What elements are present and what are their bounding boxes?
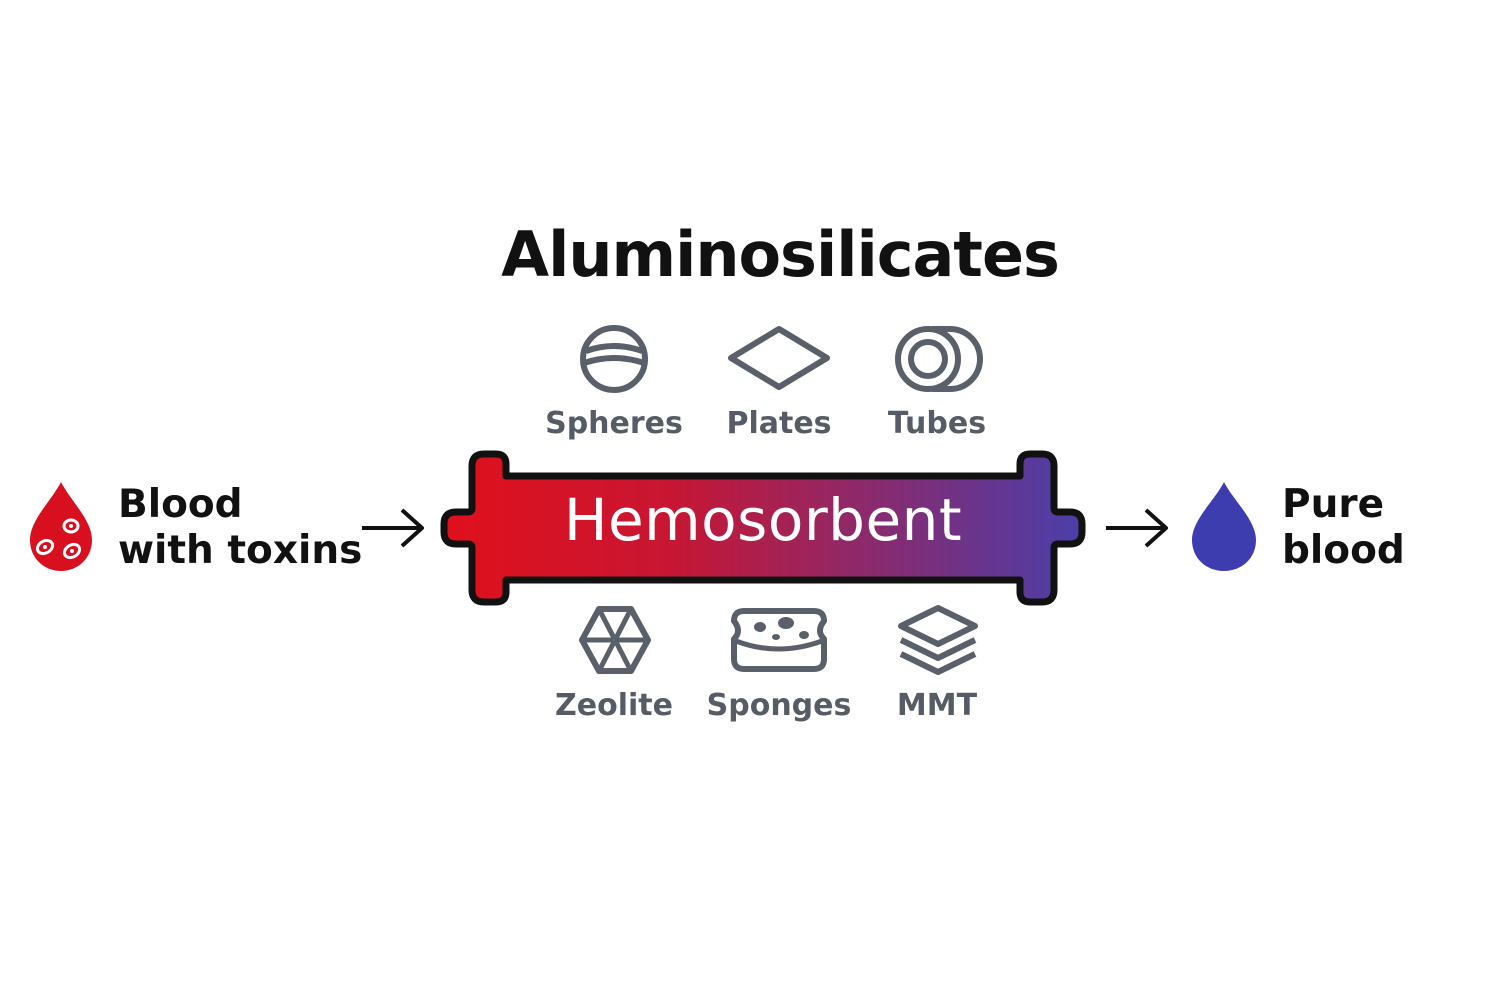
tube-icon [892, 323, 984, 395]
output-label-line1: Pure [1282, 482, 1385, 527]
output-label-line2: blood [1282, 528, 1405, 573]
arrow-right-icon-output [1104, 506, 1170, 550]
shape-label-plates: Plates [726, 406, 832, 441]
input-label-line1: Blood [118, 482, 243, 527]
plate-icon [727, 325, 831, 391]
shape-label-tubes: Tubes [887, 406, 987, 441]
shape-label-zeolite: Zeolite [555, 688, 673, 723]
hemosorbent-label: Hemosorbent [563, 486, 963, 554]
input-label-line2: with toxins [118, 528, 363, 573]
sponge-icon [730, 605, 828, 675]
hemosorbent-column [440, 450, 1086, 606]
zeolite-icon [578, 604, 652, 676]
arrow-right-icon [360, 506, 426, 550]
input-label: Blood with toxins [118, 482, 362, 574]
blood-drop-with-cells-icon [26, 478, 96, 574]
output-label: Pure blood [1282, 482, 1405, 574]
diagram-title: Aluminosilicates [501, 218, 1060, 291]
shape-label-mmt: MMT [896, 688, 978, 723]
mmt-layers-icon [897, 604, 979, 676]
sphere-icon [578, 323, 650, 395]
blood-drop-icon [1188, 478, 1260, 574]
shape-label-spheres: Spheres [545, 406, 683, 441]
shape-label-sponges: Sponges [706, 688, 852, 723]
